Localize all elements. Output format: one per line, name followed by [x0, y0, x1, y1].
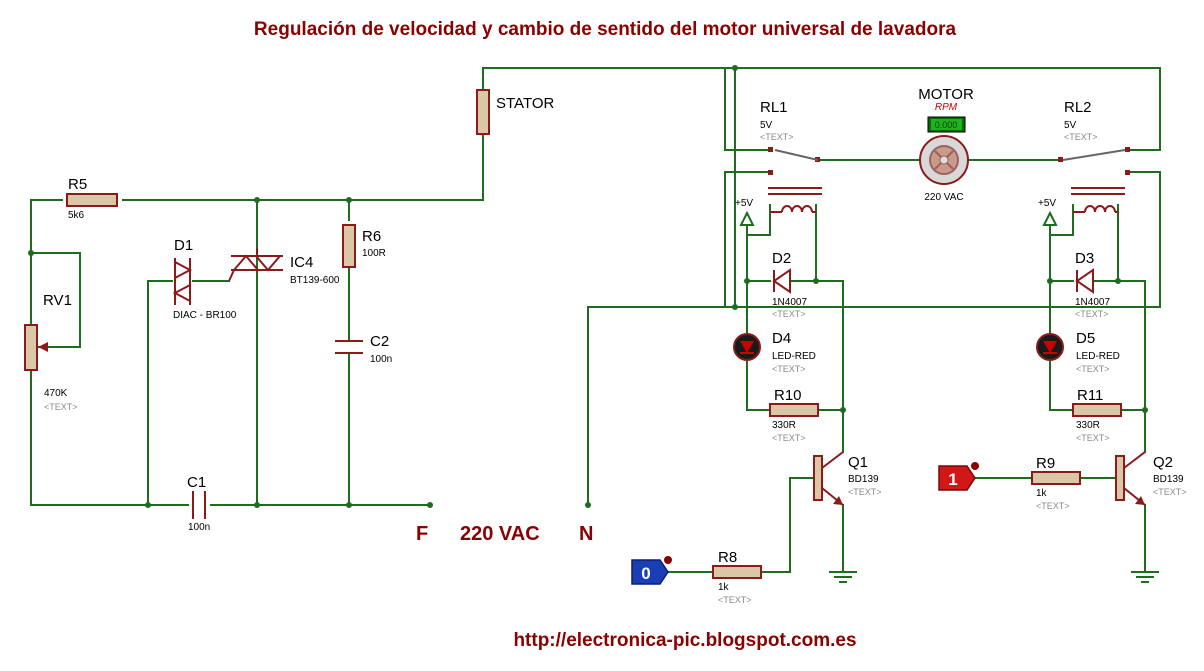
resistor-r6: R6 100R: [342, 224, 386, 268]
resistor-r10: R10 330R <TEXT>: [769, 387, 819, 443]
c2-value: 100n: [370, 354, 392, 365]
phase-label: F: [416, 523, 428, 545]
c1-ref: C1: [187, 474, 206, 491]
vcc-left: +5V: [735, 198, 755, 226]
logic-left-state: 0: [641, 564, 650, 583]
stator-ref: STATOR: [496, 95, 555, 112]
ic4-ref: IC4: [290, 254, 313, 271]
r11-ref: R11: [1077, 387, 1103, 404]
logic-right-state: 1: [948, 470, 957, 489]
r6-value: 100R: [362, 248, 386, 259]
transistor-q1: Q1 BD139 <TEXT>: [813, 451, 882, 506]
r9-ref: R9: [1036, 455, 1055, 472]
rl2-value: 5V: [1064, 120, 1077, 131]
q1-ref: Q1: [848, 454, 868, 471]
transistor-q2: Q2 BD139 <TEXT>: [1115, 451, 1187, 506]
r10-text: <TEXT>: [772, 433, 806, 443]
motor-ref: MOTOR: [918, 86, 974, 103]
r8-text: <TEXT>: [718, 595, 752, 605]
ground-left: [829, 571, 857, 583]
motor-value: 220 VAC: [924, 192, 963, 203]
resistor-r9: R9 1k <TEXT>: [1031, 455, 1081, 511]
d5-value: LED-RED: [1076, 351, 1120, 362]
r10-ref: R10: [774, 387, 802, 404]
rl1-value: 5V: [760, 120, 773, 131]
q1-text: <TEXT>: [848, 487, 882, 497]
resistor-r8: R8 1k <TEXT>: [712, 549, 762, 605]
voltage-label: 220 VAC: [460, 523, 540, 545]
q2-value: BD139: [1153, 474, 1184, 485]
led-d4: D4 LED-RED <TEXT>: [733, 330, 816, 374]
d2-value: 1N4007: [772, 297, 807, 308]
r6-ref: R6: [362, 228, 381, 245]
d3-text: <TEXT>: [1075, 309, 1109, 319]
r9-value: 1k: [1036, 488, 1048, 499]
r5-value: 5k6: [68, 210, 85, 221]
d2-ref: D2: [772, 250, 791, 267]
q2-ref: Q2: [1153, 454, 1173, 471]
capacitor-c2: C2 100n: [335, 333, 392, 365]
d3-value: 1N4007: [1075, 297, 1110, 308]
junction-dots: [28, 65, 1148, 508]
vcc2-label: +5V: [1038, 198, 1056, 209]
resistor-r11: R11 330R <TEXT>: [1072, 387, 1122, 443]
r9-text: <TEXT>: [1036, 501, 1070, 511]
relay-rl2: RL2 5V <TEXT>: [1058, 99, 1130, 213]
r5-ref: R5: [68, 176, 87, 193]
schematic-title: Regulación de velocidad y cambio de sent…: [254, 19, 957, 40]
vcc-right: +5V: [1038, 198, 1058, 226]
motor-rpm-label: RPM: [935, 102, 958, 113]
d3-ref: D3: [1075, 250, 1094, 267]
r11-value: 330R: [1076, 420, 1100, 431]
r10-value: 330R: [772, 420, 796, 431]
diac-d1: D1 DIAC - BR100: [172, 237, 237, 321]
d4-text: <TEXT>: [772, 364, 806, 374]
rl2-ref: RL2: [1064, 99, 1092, 116]
rl1-text: <TEXT>: [760, 132, 794, 142]
motor: MOTOR RPM 0.000 220 VAC: [918, 86, 974, 203]
rv1-ref: RV1: [43, 292, 72, 309]
rl1-ref: RL1: [760, 99, 788, 116]
resistor-r5: R5 5k6: [66, 176, 118, 221]
q2-text: <TEXT>: [1153, 487, 1187, 497]
neutral-label: N: [579, 523, 593, 545]
rl2-text: <TEXT>: [1064, 132, 1098, 142]
potentiometer-rv1: RV1 470K <TEXT>: [24, 292, 78, 412]
capacitor-c1: C1 100n: [187, 474, 210, 533]
r8-ref: R8: [718, 549, 737, 566]
d5-ref: D5: [1076, 330, 1095, 347]
d5-text: <TEXT>: [1076, 364, 1110, 374]
logic-toggle-right[interactable]: 1: [938, 462, 979, 491]
blog-url[interactable]: http://electronica-pic.blogspot.com.es: [513, 630, 856, 651]
c1-value: 100n: [188, 522, 210, 533]
vcc1-label: +5V: [735, 198, 753, 209]
c2-ref: C2: [370, 333, 389, 350]
d4-ref: D4: [772, 330, 791, 347]
d2-text: <TEXT>: [772, 309, 806, 319]
ground-right: [1131, 571, 1159, 583]
d1-value: DIAC - BR100: [173, 310, 237, 321]
r11-text: <TEXT>: [1076, 433, 1110, 443]
motor-rpm-display: 0.000: [935, 120, 958, 130]
rv1-value: 470K: [44, 388, 68, 399]
triac-ic4: IC4 BT139-600: [228, 248, 340, 286]
logic-toggle-left[interactable]: 0: [631, 556, 672, 585]
supply-labels: F 220 VAC N: [416, 523, 593, 545]
diode-d2: D2 1N4007 <TEXT>: [772, 250, 807, 319]
ic4-value: BT139-600: [290, 275, 340, 286]
r8-value: 1k: [718, 582, 730, 593]
diode-d3: D3 1N4007 <TEXT>: [1075, 250, 1110, 319]
relay-rl1: RL1 5V <TEXT>: [760, 99, 822, 213]
rv1-text: <TEXT>: [44, 402, 78, 412]
d1-ref: D1: [174, 237, 193, 254]
d4-value: LED-RED: [772, 351, 816, 362]
led-d5: D5 LED-RED <TEXT>: [1036, 330, 1120, 374]
stator-winding: STATOR: [476, 89, 555, 135]
q1-value: BD139: [848, 474, 879, 485]
